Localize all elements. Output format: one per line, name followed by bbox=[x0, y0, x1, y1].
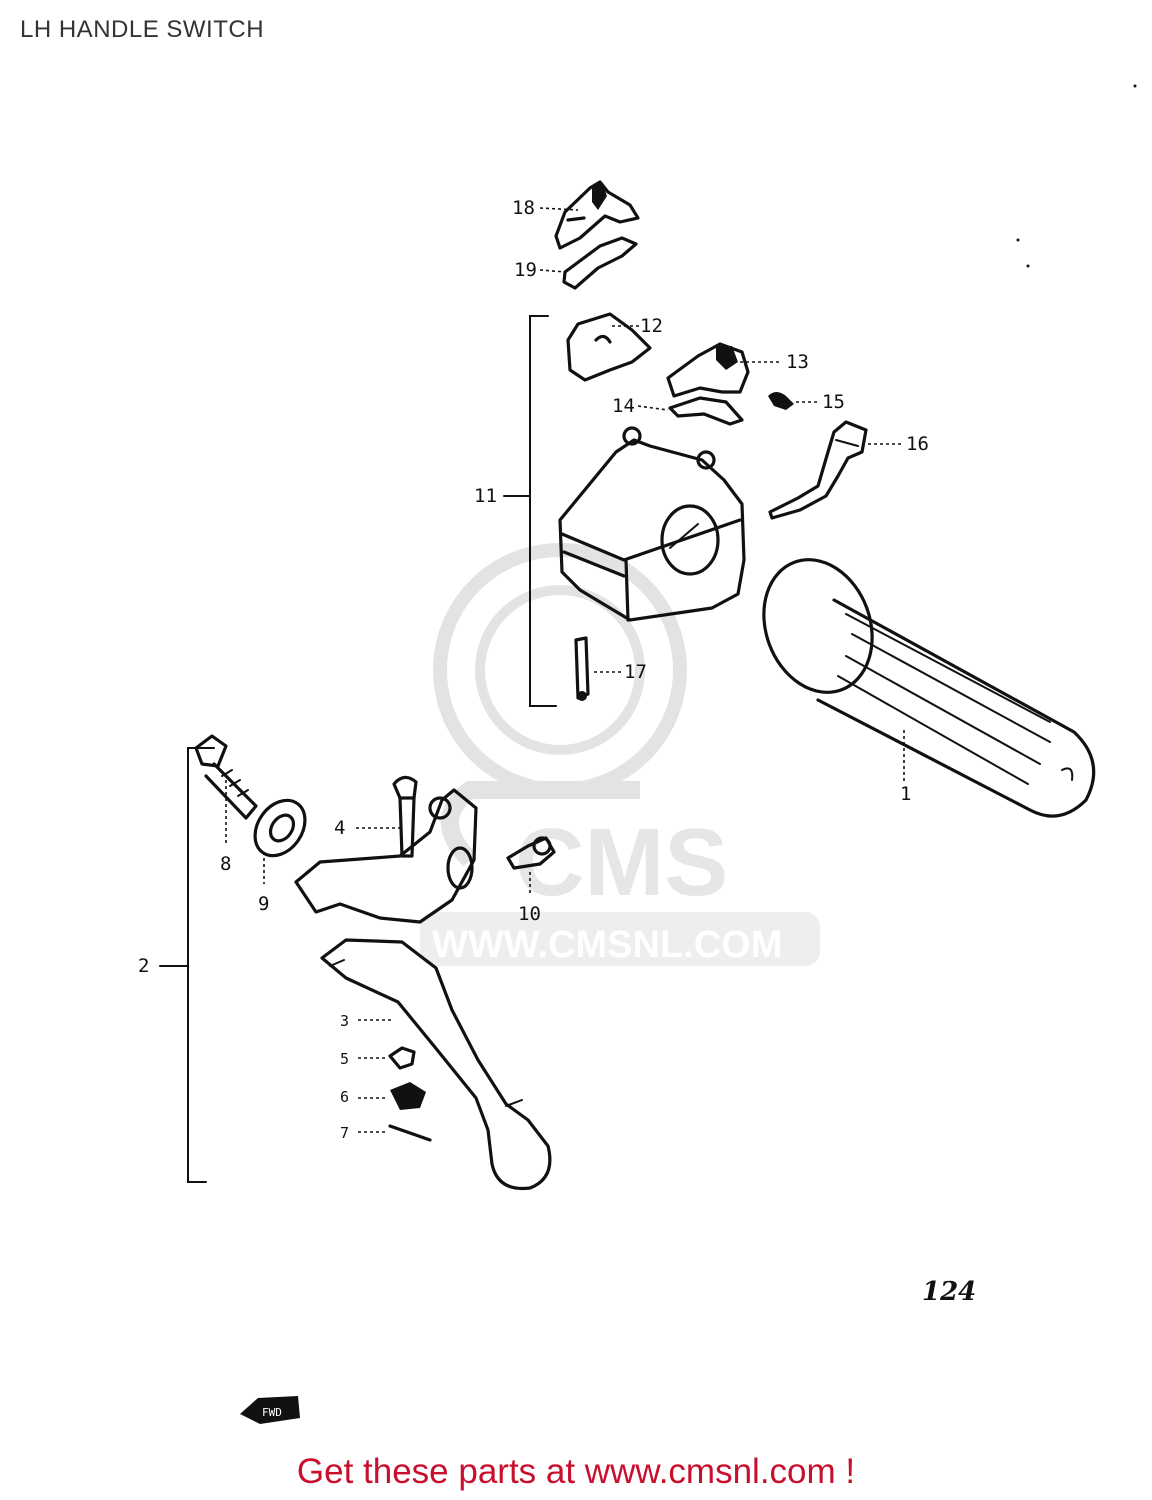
callout-10: 10 bbox=[518, 903, 541, 925]
part-7-screw bbox=[388, 1124, 432, 1142]
part-18-switch-knob bbox=[554, 180, 640, 250]
callout-9: 9 bbox=[258, 893, 269, 915]
watermark: CMS WWW.CMSNL.COM bbox=[420, 543, 820, 966]
part-8-bolt bbox=[194, 734, 258, 820]
part-16-lever bbox=[768, 420, 868, 520]
forward-arrow-label: FWD bbox=[262, 1406, 282, 1419]
forward-arrow-icon: FWD bbox=[240, 1396, 300, 1424]
bracket-11 bbox=[503, 315, 557, 707]
callout-1: 1 bbox=[900, 783, 911, 805]
part-17-screw bbox=[574, 636, 590, 701]
callout-2: 2 bbox=[138, 955, 149, 977]
callout-15: 15 bbox=[822, 391, 845, 413]
callout-16: 16 bbox=[906, 433, 929, 455]
callout-3: 3 bbox=[340, 1012, 349, 1030]
part-3-lever-holder bbox=[294, 788, 478, 924]
callout-19: 19 bbox=[514, 259, 537, 281]
watermark-logo-r bbox=[441, 781, 640, 867]
watermark-logo-inner bbox=[475, 585, 645, 755]
scan-speck bbox=[1016, 238, 1020, 242]
part-6-nut bbox=[390, 1082, 426, 1110]
scan-speck bbox=[1026, 264, 1030, 268]
callout-14: 14 bbox=[612, 395, 635, 417]
callout-6: 6 bbox=[340, 1088, 349, 1106]
part-13-switch-knob bbox=[666, 342, 750, 398]
part-2-clutch-lever bbox=[320, 938, 552, 1191]
part-4-pivot-bolt bbox=[392, 775, 418, 858]
part-19-switch-plate bbox=[562, 236, 638, 290]
callout-12: 12 bbox=[640, 315, 663, 337]
callout-4: 4 bbox=[334, 817, 345, 839]
callout-17: 17 bbox=[624, 661, 647, 683]
part-15-screw bbox=[768, 392, 794, 410]
callout-13: 13 bbox=[786, 351, 809, 373]
callout-18: 18 bbox=[512, 197, 535, 219]
callout-7: 7 bbox=[340, 1124, 349, 1142]
part-9-bushing bbox=[253, 798, 307, 858]
part-14-contact-plate bbox=[668, 396, 744, 426]
bracket-2 bbox=[159, 747, 215, 1183]
watermark-url: WWW.CMSNL.COM bbox=[432, 924, 782, 966]
part-11-switch-housing bbox=[558, 426, 746, 622]
callout-8: 8 bbox=[220, 853, 231, 875]
watermark-url-bg bbox=[420, 912, 820, 966]
watermark-brand: CMS bbox=[515, 809, 728, 916]
page-number: 124 bbox=[922, 1277, 976, 1307]
part-10-screw bbox=[506, 836, 556, 870]
leader-lines bbox=[225, 207, 905, 1133]
parts-diagram: CMS WWW.CMSNL.COM bbox=[138, 84, 1137, 1424]
part-12-switch-cover bbox=[566, 312, 652, 382]
part-1-handle-grip bbox=[762, 558, 1096, 818]
scan-speck bbox=[1133, 84, 1137, 88]
page-title: LH HANDLE SWITCH bbox=[20, 16, 265, 43]
part-5-nut bbox=[388, 1046, 416, 1070]
footer-parts-link[interactable]: Get these parts at www.cmsnl.com ! bbox=[296, 1452, 856, 1491]
callout-5: 5 bbox=[340, 1050, 349, 1068]
callout-11: 11 bbox=[474, 485, 497, 507]
